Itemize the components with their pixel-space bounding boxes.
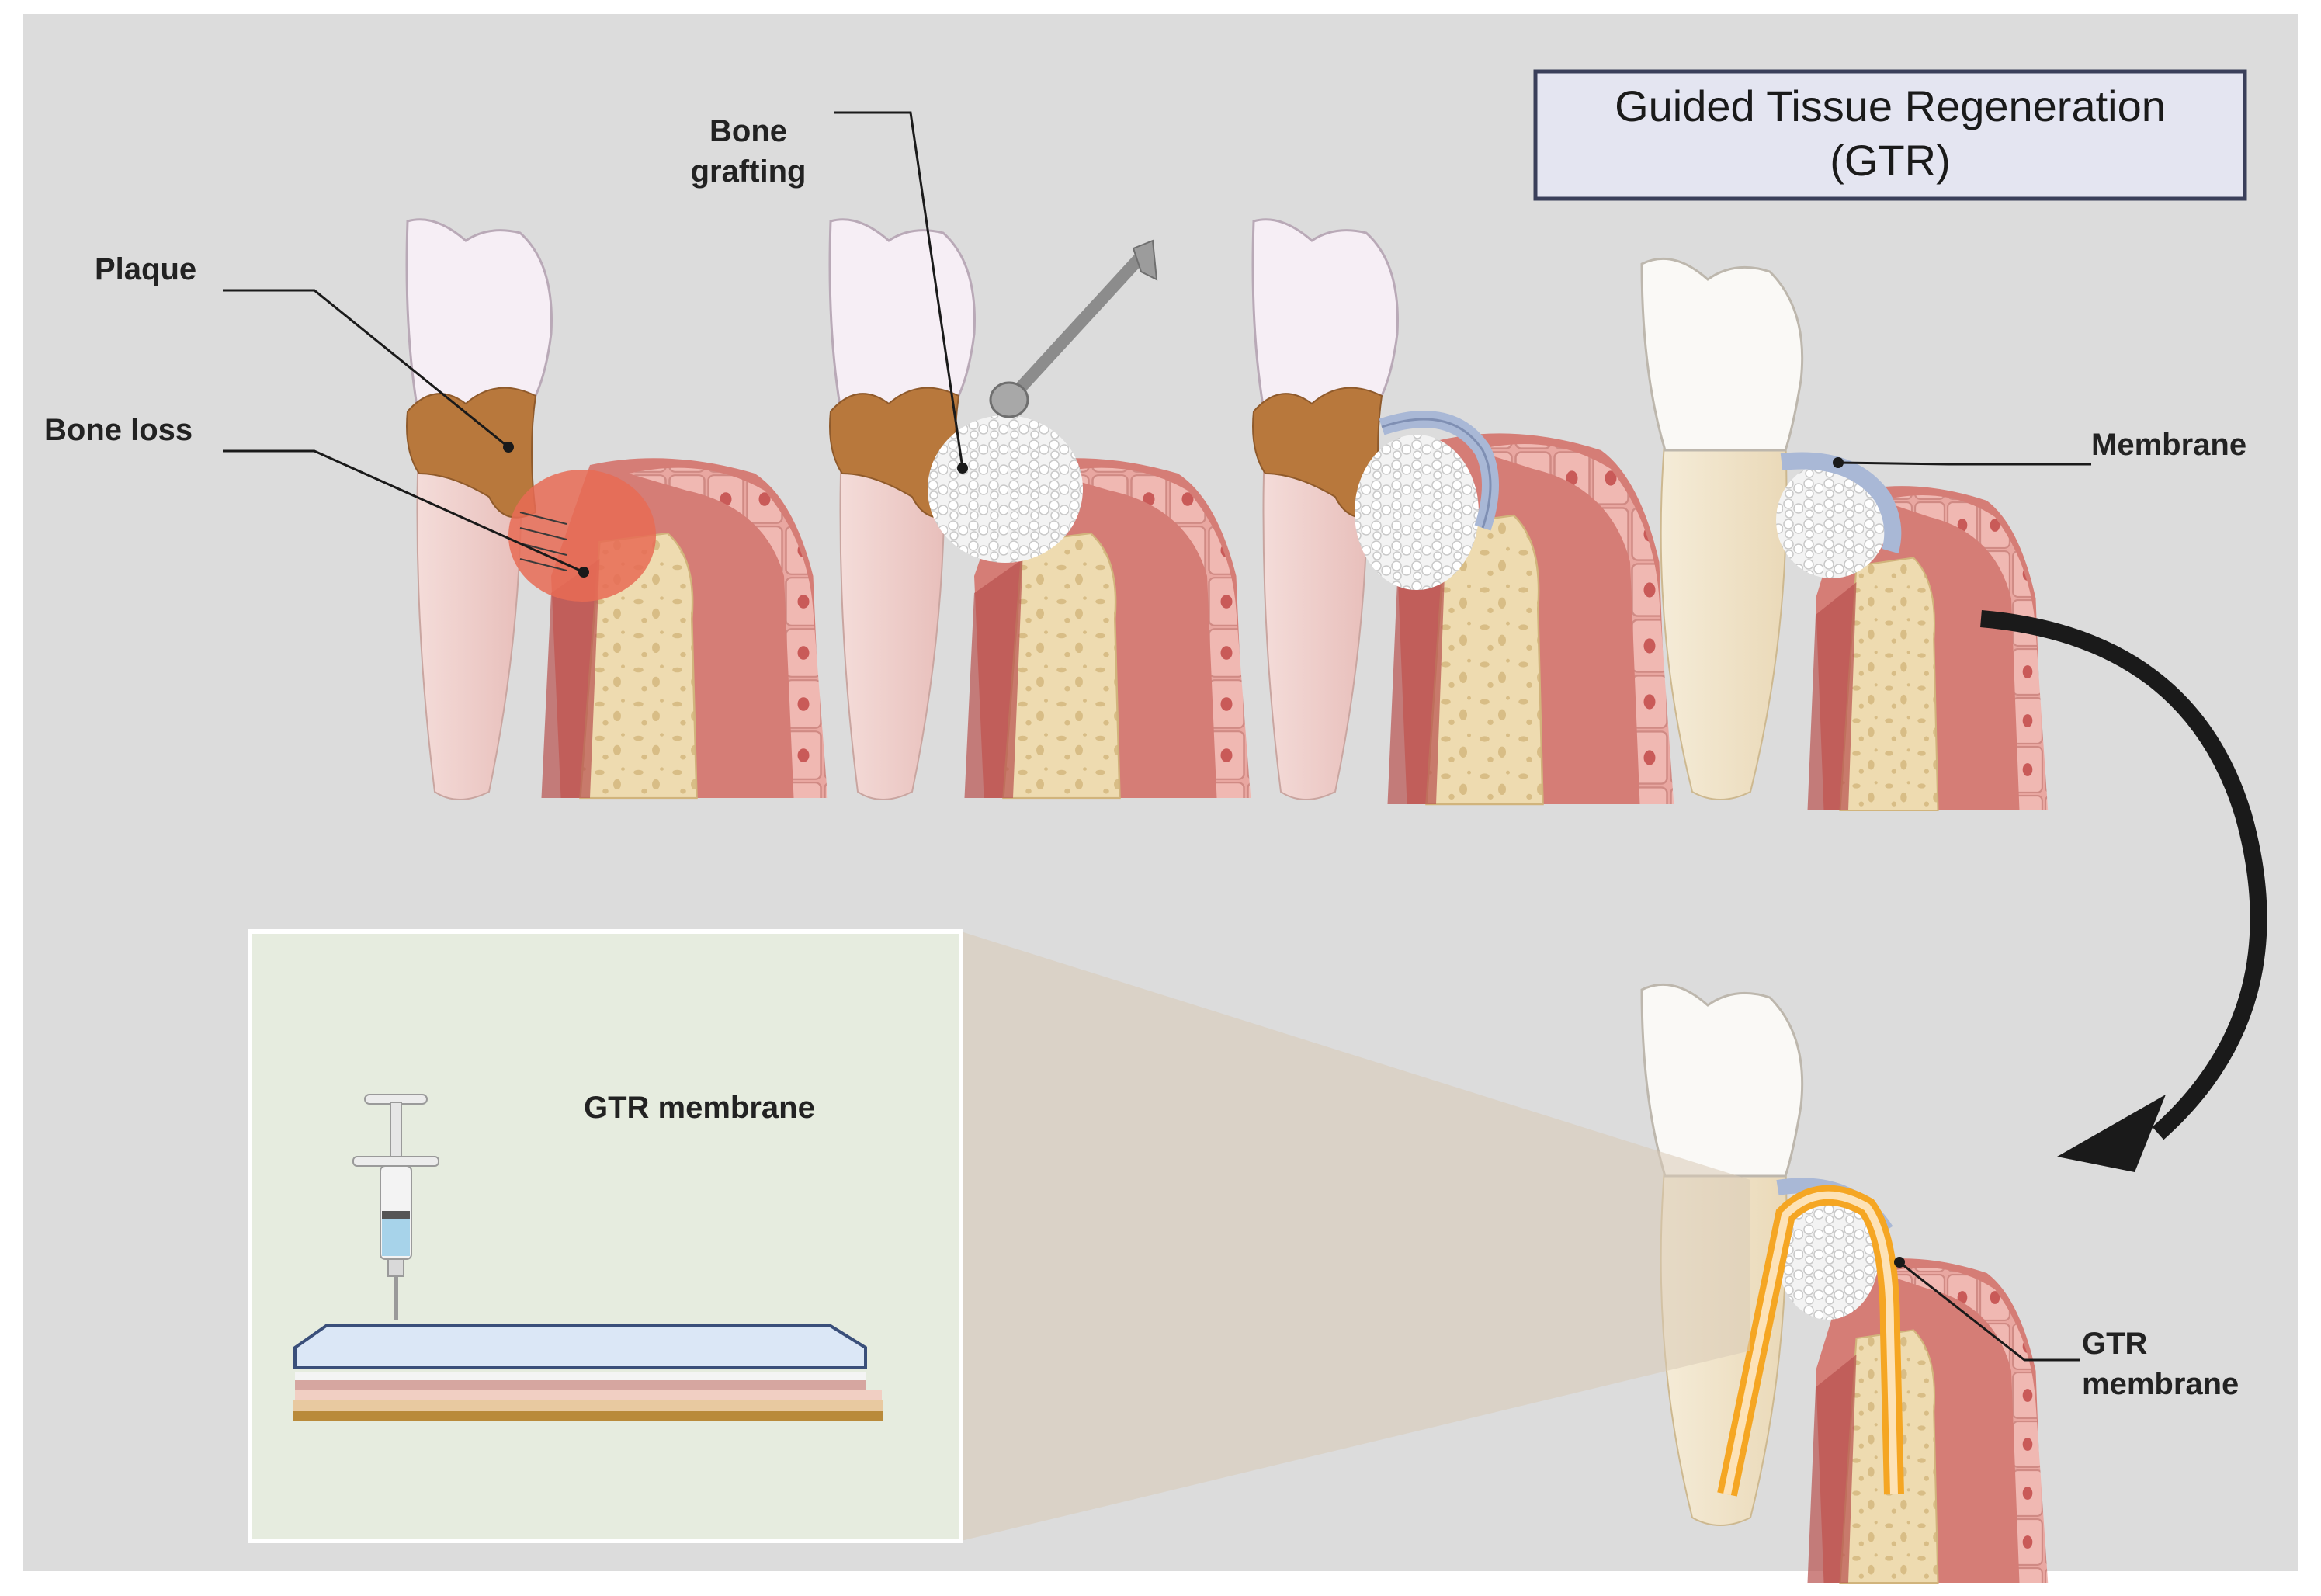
leader-bone-loss <box>223 449 585 574</box>
syringe-icon <box>352 1094 439 1320</box>
title-line1: Guided Tissue Regeneration <box>1615 82 2166 130</box>
label-bone-loss: Bone loss <box>44 413 193 447</box>
tooth-crown-icon <box>405 218 553 421</box>
tooth-crown-icon <box>828 218 976 421</box>
label-bone-grafting-line2: grafting <box>691 154 807 189</box>
membrane-barrier <box>1780 452 1902 554</box>
label-gtr-membrane-line2: membrane <box>2082 1367 2239 1401</box>
zoom-beam <box>961 932 1750 1541</box>
inset-label: GTR membrane <box>584 1091 815 1125</box>
leader-gtr-membrane <box>1899 1261 2080 1362</box>
curved-arrow-icon <box>1980 610 2267 1172</box>
bone-loss-area <box>508 470 656 602</box>
stage-3-membrane-placement <box>1251 218 1675 806</box>
label-bone-grafting-line1: Bone <box>709 114 787 148</box>
tooth-crown-icon <box>1640 983 1804 1178</box>
stage-4-healed-tooth <box>1640 257 2049 812</box>
tooth-crown-icon <box>1640 257 1804 452</box>
title-line2: (GTR) <box>1830 136 1951 185</box>
leader-membrane <box>1837 461 2091 466</box>
stage-2-bone-grafting <box>828 218 1252 800</box>
label-plaque: Plaque <box>95 252 196 286</box>
label-membrane: Membrane <box>2091 428 2246 462</box>
stage-1-diseased-tooth <box>405 218 829 800</box>
bone-graft-particles <box>928 415 1083 563</box>
title-box: Guided Tissue Regeneration (GTR) <box>1533 69 2247 201</box>
inset-panel: GTR membrane <box>248 929 963 1543</box>
membrane-layers-icon <box>293 1324 883 1421</box>
leader-bone-grafting <box>834 111 964 469</box>
tooth-crown-icon <box>1251 218 1399 421</box>
bone-graft-spatula-icon <box>989 239 1158 418</box>
leader-plaque <box>223 289 509 449</box>
label-gtr-membrane-line1: GTR <box>2082 1327 2148 1361</box>
